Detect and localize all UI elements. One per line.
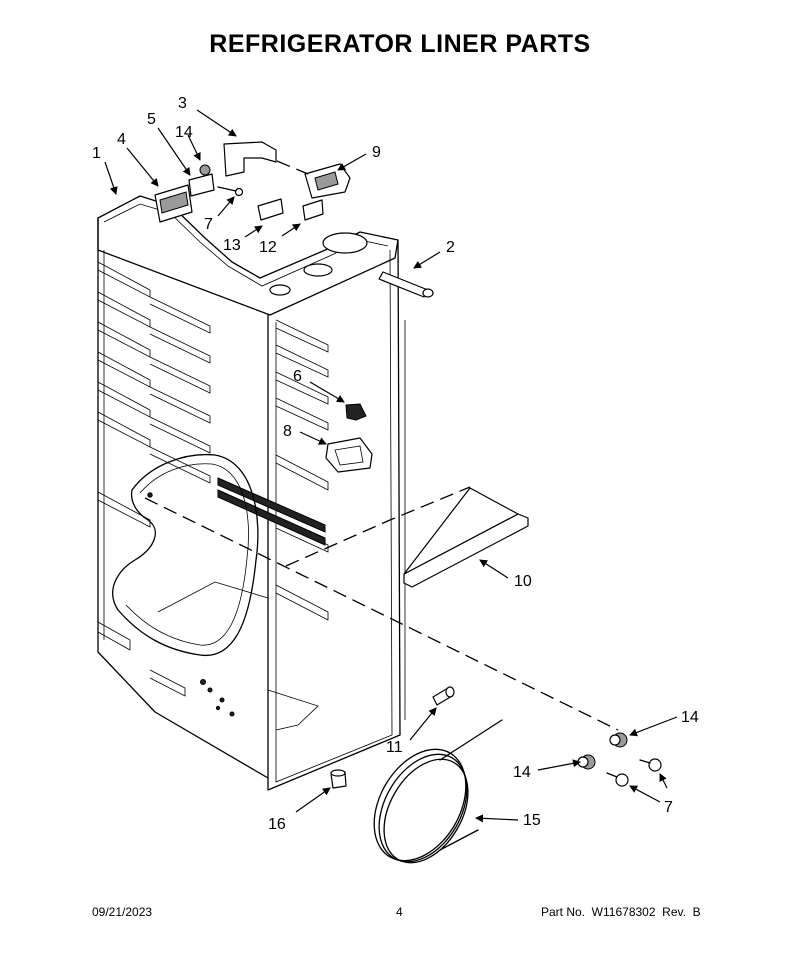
part-7-screw-right-lower xyxy=(606,772,629,787)
callout-14-right-lower: 14 xyxy=(513,764,531,781)
callout-3: 3 xyxy=(178,95,187,112)
callout-labels: 1 2 3 4 5 6 7 7 8 9 10 11 12 13 14 14 14… xyxy=(92,95,699,833)
callout-5: 5 xyxy=(147,111,156,128)
footer-date: 09/21/2023 xyxy=(92,905,153,919)
part-10-plate xyxy=(403,487,529,588)
callout-15: 15 xyxy=(523,812,541,829)
part-6-clip xyxy=(345,403,367,421)
part-8-cover xyxy=(325,437,373,473)
callout-16: 16 xyxy=(268,816,286,833)
part-14-cap-right-lower xyxy=(577,754,596,770)
part-7-screw-top xyxy=(217,186,244,197)
part-15-tubing xyxy=(373,719,503,864)
callout-13: 13 xyxy=(223,237,241,254)
part-16-plug xyxy=(330,769,347,789)
leader-lines xyxy=(104,109,678,823)
footer-part-number: Part No. W11678302 Rev. B xyxy=(541,905,701,919)
part-13-clip xyxy=(257,198,284,221)
callout-6: 6 xyxy=(293,368,302,385)
callout-4: 4 xyxy=(117,131,126,148)
callout-8: 8 xyxy=(283,423,292,440)
callout-11: 11 xyxy=(386,739,403,756)
callout-10: 10 xyxy=(514,573,532,590)
part-5-module xyxy=(188,173,215,197)
assembly-line-top xyxy=(276,160,309,175)
callout-9: 9 xyxy=(372,144,381,161)
part-3-bracket xyxy=(223,141,277,177)
assembly-axis-line-2 xyxy=(285,486,471,567)
callout-2: 2 xyxy=(446,239,455,256)
liner-body xyxy=(97,195,406,791)
callout-14-top: 14 xyxy=(175,124,193,141)
part-11-cap xyxy=(432,686,455,706)
callout-7-top: 7 xyxy=(204,216,213,233)
part-14-cap-right-upper xyxy=(609,732,628,748)
part-4-housing xyxy=(154,184,193,223)
callout-14-right-upper: 14 xyxy=(681,709,699,726)
callout-12: 12 xyxy=(259,239,277,256)
part-2-rod xyxy=(378,271,434,298)
part-14-cap-top xyxy=(199,164,211,176)
part-12-label xyxy=(302,199,324,221)
callout-7-right: 7 xyxy=(664,799,673,816)
assembly-axis-line xyxy=(144,497,619,731)
part-7-screw-right-upper xyxy=(639,758,662,772)
page-title: REFRIGERATOR LINER PARTS xyxy=(209,30,591,58)
footer-page-number: 4 xyxy=(396,905,403,919)
part-9-damper xyxy=(304,163,351,199)
callout-1: 1 xyxy=(92,145,101,162)
